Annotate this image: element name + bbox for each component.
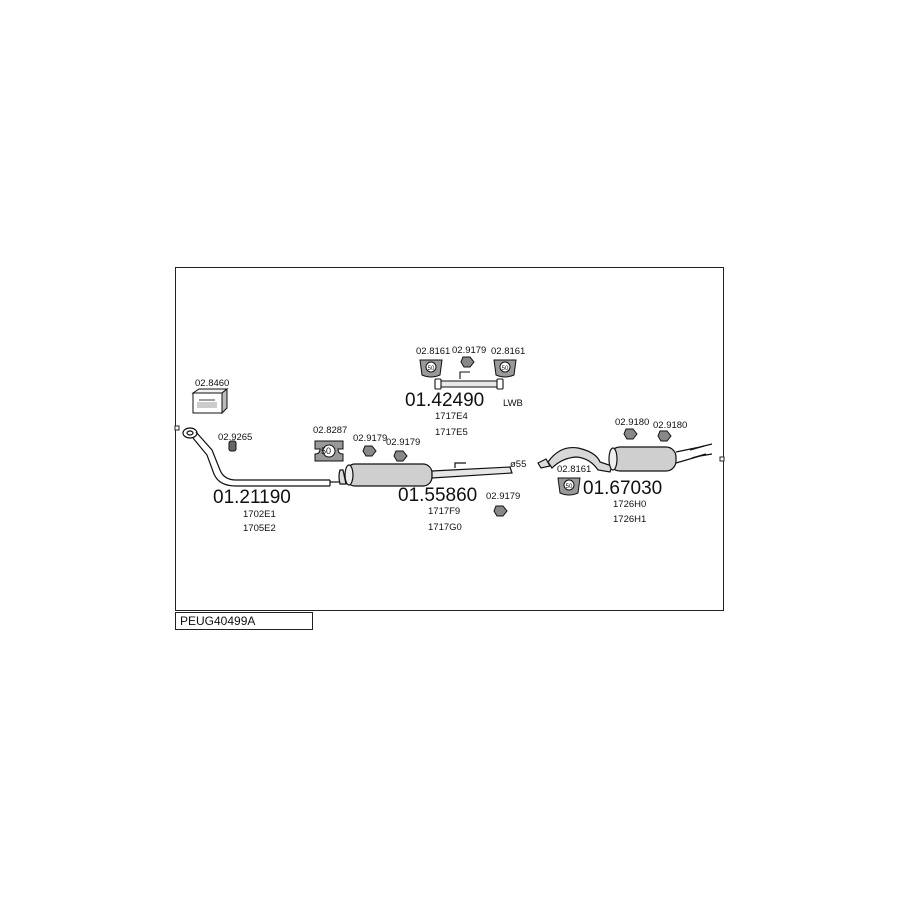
rubber-mount-icon[interactable] [362,356,672,517]
frame-connector-right [719,456,725,462]
diagram-code-label: PEUG40499A [175,612,313,630]
clamp-inner-label: 50 [321,446,331,456]
clamp-icon[interactable] [314,440,344,462]
clamp-front-part-no: 02.8287 [313,425,347,436]
diameter-label: ø55 [510,459,526,470]
gasket-icon[interactable] [228,440,237,452]
rubber-mid-3-part-no: 02.9179 [486,491,520,502]
rear-rubber-1-part-no: 02.9180 [615,417,649,428]
mounting-kit-part-no: 02.8460 [195,378,229,389]
frame-connector-left [174,425,180,431]
rubber-mid-1-part-no: 02.9179 [353,433,387,444]
connecting-pipe-ref-2: 1717E5 [435,427,468,438]
connecting-pipe-ref-1: 1717E4 [435,411,468,422]
front-pipe-ref-1: 1702E1 [243,509,276,520]
lwb-clamp-left-part-no: 02.8161 [416,346,450,357]
rear-silencer-ref-1: 1726H0 [613,499,646,510]
rear-silencer-part-no: 01.67030 [583,478,662,499]
u-clamp-icon[interactable] [419,359,581,496]
connecting-pipe[interactable] [434,371,504,390]
rear-silencer[interactable] [537,443,713,473]
front-pipe-part-no: 01.21190 [213,487,291,508]
clamp-inner-label-lwb-left: 50 [428,366,435,372]
middle-silencer-ref-1: 1717F9 [428,506,460,517]
connecting-pipe-variant: LWB [503,398,523,409]
middle-silencer-ref-2: 1717G0 [428,522,462,533]
rear-rubber-2-part-no: 02.9180 [653,420,687,431]
rear-clamp-part-no: 02.8161 [557,464,591,475]
front-pipe-ref-2: 1705E2 [243,523,276,534]
rear-silencer-ref-2: 1726H1 [613,514,646,525]
mounting-kit-box-icon[interactable] [191,387,229,415]
front-pipe[interactable] [182,427,331,487]
gasket-part-no: 02.9265 [218,432,252,443]
clamp-inner-label-rear: 50 [566,484,573,490]
lwb-clamp-right-part-no: 02.8161 [491,346,525,357]
middle-silencer[interactable] [330,462,513,487]
clamp-inner-label-lwb-right: 50 [502,366,509,372]
diagram-frame [175,267,724,611]
rubber-mid-2-part-no: 02.9179 [386,437,420,448]
middle-silencer-part-no: 01.55860 [398,485,477,506]
lwb-rubber-part-no: 02.9179 [452,345,486,356]
connecting-pipe-part-no: 01.42490 [405,390,484,411]
